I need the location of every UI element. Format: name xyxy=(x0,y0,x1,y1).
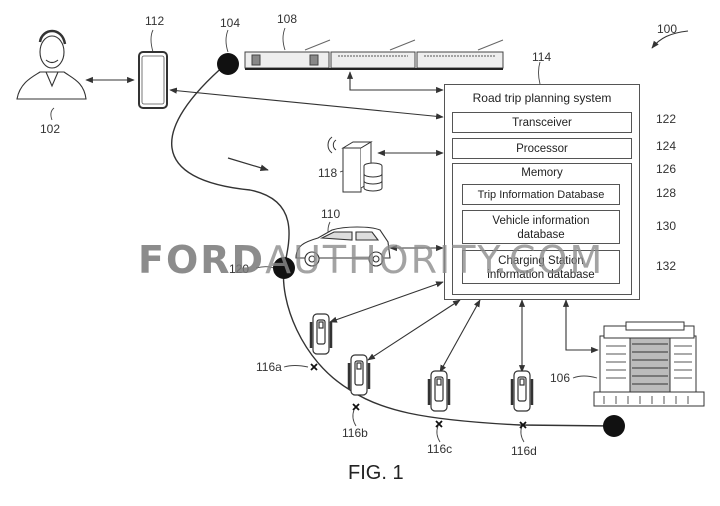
system-title: Road trip planning system xyxy=(472,91,612,105)
server-database-icon xyxy=(327,136,383,193)
leader-114 xyxy=(538,61,541,85)
leader-102 xyxy=(50,107,55,121)
transceiver-label: Transceiver xyxy=(512,117,572,129)
leader-116c xyxy=(436,425,441,443)
ref-132: 132 xyxy=(656,259,677,273)
processor-box: Processor xyxy=(452,138,632,159)
leader-106 xyxy=(572,375,598,379)
origin-dot-104 xyxy=(217,53,239,75)
ref-104: 104 xyxy=(220,16,241,30)
ref-128: 128 xyxy=(656,186,677,200)
ref-122: 122 xyxy=(656,112,677,126)
link-station-b xyxy=(367,299,461,361)
train-icon xyxy=(244,39,504,70)
leader-116b xyxy=(352,409,357,427)
watermark: FORDAUTHORITY.COM xyxy=(138,238,604,282)
station-markers xyxy=(310,363,527,429)
leader-116d xyxy=(520,425,525,443)
charging-station-116b xyxy=(347,354,371,396)
person-icon xyxy=(16,29,87,100)
transceiver-box: Transceiver xyxy=(452,112,632,133)
ref-114: 114 xyxy=(532,50,552,64)
vehicle-db-label-line2: database xyxy=(517,229,565,241)
link-hotel-system xyxy=(562,299,599,354)
charging-db-label-line2: information database xyxy=(487,269,595,281)
ref-118: 118 xyxy=(318,166,338,180)
ref-108: 108 xyxy=(277,12,298,26)
figure-caption: FIG. 1 xyxy=(348,462,404,484)
smartphone-icon xyxy=(138,51,168,109)
car-icon xyxy=(295,226,391,267)
vehicle-db-label-line1: Vehicle information xyxy=(492,215,590,227)
ref-102: 102 xyxy=(40,122,61,136)
processor-label: Processor xyxy=(516,143,568,155)
charging-station-icons xyxy=(309,313,534,412)
ref-120: 120 xyxy=(229,262,250,276)
road-trip-planning-system: Road trip planning system Transceiver Pr… xyxy=(444,84,640,300)
watermark-bold: FORD xyxy=(138,238,266,282)
memory-box: Memory Trip Information Database Vehicle… xyxy=(452,163,632,295)
charging-station-116d xyxy=(510,370,534,412)
ref-126: 126 xyxy=(656,162,677,176)
ref-112: 112 xyxy=(145,14,165,28)
figure-ref-arrow xyxy=(651,30,689,49)
link-phone-system xyxy=(169,87,444,120)
building-icon xyxy=(593,321,705,407)
ref-116c: 116c xyxy=(427,442,453,456)
ref-100: 100 xyxy=(657,22,678,36)
ref-116b: 116b xyxy=(342,426,368,440)
charging-station-116c xyxy=(427,370,451,412)
memory-label: Memory xyxy=(521,167,563,179)
ref-110: 110 xyxy=(321,207,341,221)
charging-station-information-database: Charging Station information database xyxy=(462,250,620,284)
waypoint-dot-120 xyxy=(273,257,295,279)
trip-db-label: Trip Information Database xyxy=(477,189,605,201)
ref-116a: 116a xyxy=(256,360,282,374)
charging-station-116a xyxy=(309,313,333,355)
ref-106: 106 xyxy=(550,371,571,385)
watermark-rest: AUTHORITY.COM xyxy=(265,238,605,282)
leader-108 xyxy=(282,27,286,51)
destination-dot xyxy=(603,415,625,437)
link-station-c xyxy=(439,299,481,373)
trip-information-database: Trip Information Database xyxy=(462,184,620,205)
leader-116a xyxy=(283,365,309,368)
leader-112 xyxy=(150,29,154,53)
ref-124: 124 xyxy=(656,139,677,153)
ref-116d: 116d xyxy=(511,444,537,458)
link-train-system xyxy=(346,71,444,94)
leader-104 xyxy=(225,29,229,53)
link-station-a xyxy=(329,281,444,323)
vehicle-information-database: Vehicle information database xyxy=(462,210,620,244)
ref-130: 130 xyxy=(656,219,677,233)
direction-arrow xyxy=(227,157,269,172)
charging-db-label-line1: Charging Station xyxy=(498,255,584,267)
